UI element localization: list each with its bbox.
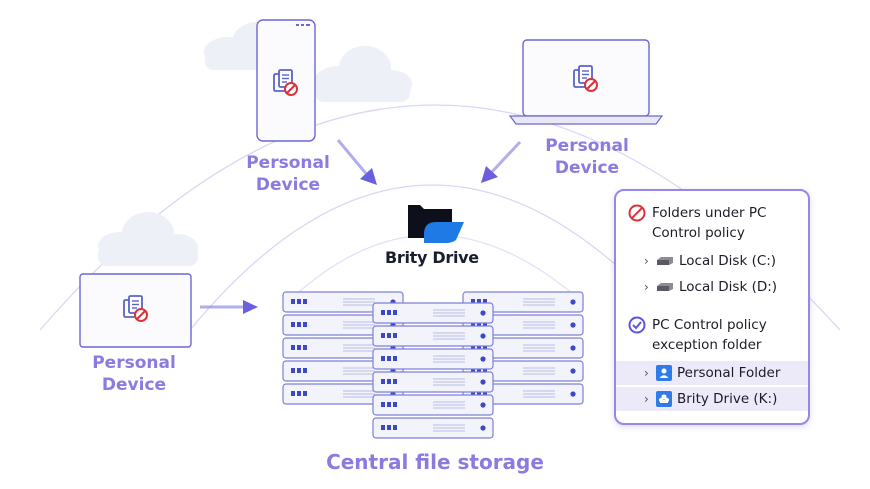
chevron-right-icon[interactable]: ›: [644, 366, 649, 380]
laptop-device-label: Personal Device: [537, 135, 637, 179]
folder-row-brity-drive[interactable]: › Brity Drive (K:): [616, 387, 808, 411]
folder-row-personal-folder[interactable]: › Personal Folder: [616, 361, 808, 385]
middle-arc: [189, 184, 681, 331]
chevron-right-icon[interactable]: ›: [644, 392, 649, 406]
label-line: Device: [255, 175, 321, 195]
chevron-right-icon[interactable]: ›: [644, 254, 649, 268]
phone-device: [256, 19, 316, 142]
folder-label: Local Disk (C:): [679, 253, 777, 269]
brity-drive-logo: [408, 205, 464, 243]
storage-caption: Central file storage: [326, 450, 544, 474]
blocked-heading: Folders under PC Control policy: [628, 203, 802, 243]
label-line: Personal: [545, 136, 629, 156]
phone-device-label: Personal Device: [238, 152, 338, 196]
tablet-device: [79, 273, 192, 348]
check-circle-icon: [628, 316, 646, 334]
folder-label: Personal Folder: [677, 365, 781, 381]
label-line: Personal: [92, 353, 176, 373]
folder-row-local-disk-d[interactable]: › Local Disk (D:): [616, 275, 808, 299]
disk-icon: [657, 257, 673, 265]
heading-line: Control policy: [652, 225, 745, 241]
heading-line: Folders under PC: [652, 205, 767, 221]
folder-label: Local Disk (D:): [679, 279, 778, 295]
label-line: Personal: [246, 153, 330, 173]
heading-line: PC Control policy: [652, 317, 767, 333]
folder-row-local-disk-c[interactable]: › Local Disk (C:): [616, 249, 808, 273]
arrow-icon: [200, 300, 258, 314]
allowed-heading: PC Control policy exception folder: [628, 315, 802, 355]
arrow-icon: [336, 139, 377, 185]
label-line: Device: [554, 158, 620, 178]
prohibited-icon: [628, 204, 646, 222]
folder-icon: [656, 391, 672, 407]
folder-label: Brity Drive (K:): [677, 391, 778, 407]
folder-icon: [656, 365, 672, 381]
arrow-icon: [481, 140, 522, 183]
heading-line: exception folder: [652, 337, 762, 353]
label-line: Device: [101, 375, 167, 395]
brand-name: Brity Drive: [385, 248, 479, 267]
folder-policy-panel: Folders under PC Control policy › Local …: [614, 189, 810, 425]
laptop-device: [508, 39, 664, 125]
disk-icon: [657, 283, 673, 291]
chevron-right-icon[interactable]: ›: [644, 280, 649, 294]
cloud-icon: [314, 46, 412, 102]
cloud-icon: [98, 212, 198, 266]
inner-arc: [289, 234, 581, 301]
tablet-device-label: Personal Device: [84, 352, 184, 396]
